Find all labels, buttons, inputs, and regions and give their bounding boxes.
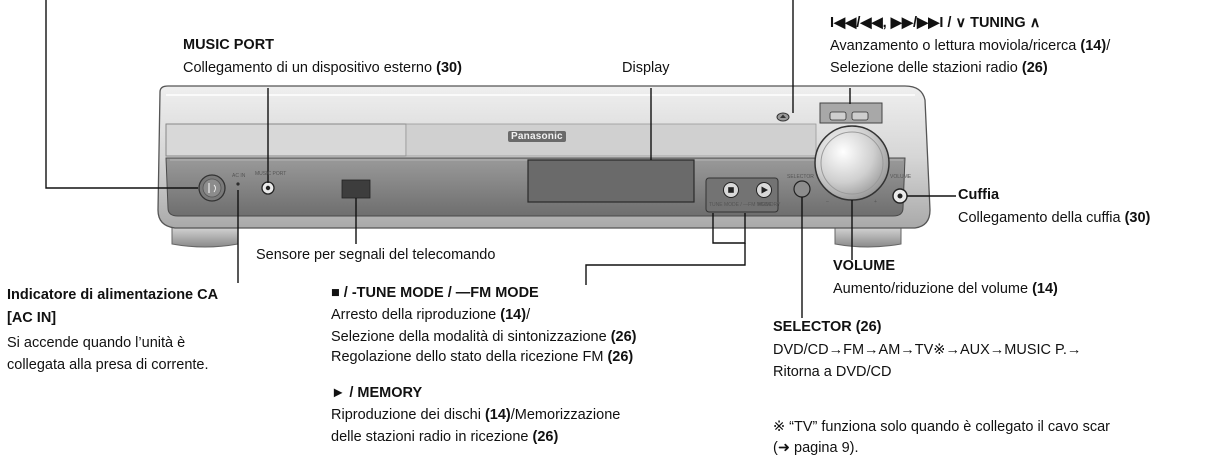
selector-button — [793, 180, 811, 198]
left-foot — [171, 225, 239, 248]
disc-tray — [165, 123, 407, 157]
music-port-title: MUSIC PORT — [183, 37, 275, 53]
device-memory-label: MEMORY — [758, 202, 781, 208]
tuning-title: I◀◀/◀◀, ▶▶/▶▶I / ∨ TUNING ∧ — [830, 15, 1041, 31]
device-selector-label: SELECTOR — [787, 174, 814, 180]
device-minus-label: – — [826, 199, 829, 205]
memory-title: ► / MEMORY — [331, 385, 423, 401]
display-label: Display — [622, 60, 670, 76]
ac-in-indicator — [236, 182, 240, 186]
cuffia-title: Cuffia — [958, 187, 1000, 203]
volume-desc: Aumento/riduzione del volume (14) — [833, 281, 1058, 297]
volume-title: VOLUME — [833, 258, 896, 274]
brand-logo: Panasonic — [508, 131, 566, 142]
memory-line1: Riproduzione dei dischi (14)/Memorizzazi… — [331, 407, 621, 423]
stop-line1: Arresto della riproduzione (14)/ — [331, 307, 531, 323]
tuning-line2: Selezione delle stazioni radio (26) — [830, 60, 1048, 76]
cuffia-desc: Collegamento della cuffia (30) — [958, 210, 1151, 226]
right-foot — [834, 225, 902, 248]
stop-title: ■ / -TUNE MODE / —FM MODE — [331, 285, 539, 301]
ac-in-line1: Si accende quando l’unità è — [7, 335, 186, 351]
volume-knob — [814, 125, 890, 201]
ac-in-line2: collegata alla presa di corrente. — [7, 357, 209, 373]
tuning-line1: Avanzamento o lettura moviola/ricerca (1… — [830, 38, 1111, 54]
selector-line2: Ritorna a DVD/CD — [773, 364, 892, 380]
memory-line2: delle stazioni radio in ricezione (26) — [331, 429, 559, 445]
ac-in-title1: Indicatore di alimentazione CA — [7, 287, 219, 303]
note-line2: (➜ pagina 9). — [773, 440, 859, 456]
stop-line2: Selezione della modalità di sintonizzazi… — [331, 329, 637, 345]
ac-in-title2: [AC IN] — [7, 310, 57, 326]
device-tune-mode-label: TUNE MODE / —FM MODE — [709, 202, 772, 208]
display-window — [527, 159, 695, 203]
note-line1: ※ “TV” funziona solo quando è collegato … — [773, 419, 1110, 435]
device-ac-in-label: AC IN — [232, 173, 246, 179]
remote-sensor — [341, 179, 371, 199]
selector-title: SELECTOR (26) — [773, 319, 882, 335]
device-plus-label: + — [874, 199, 877, 205]
selector-line1: DVD/CD→FM→AM→TV※→AUX→MUSIC P.→ — [773, 342, 1082, 358]
device-music-port-label: MUSIC PORT — [255, 171, 287, 177]
tuning-buttons — [819, 102, 883, 124]
sensor-label: Sensore per segnali del telecomando — [256, 247, 496, 263]
device-volume-label: VOLUME — [890, 174, 912, 180]
music-port-desc: Collegamento di un dispositivo esterno (… — [183, 60, 462, 76]
stop-line3: Regolazione dello stato della ricezione … — [331, 349, 634, 365]
